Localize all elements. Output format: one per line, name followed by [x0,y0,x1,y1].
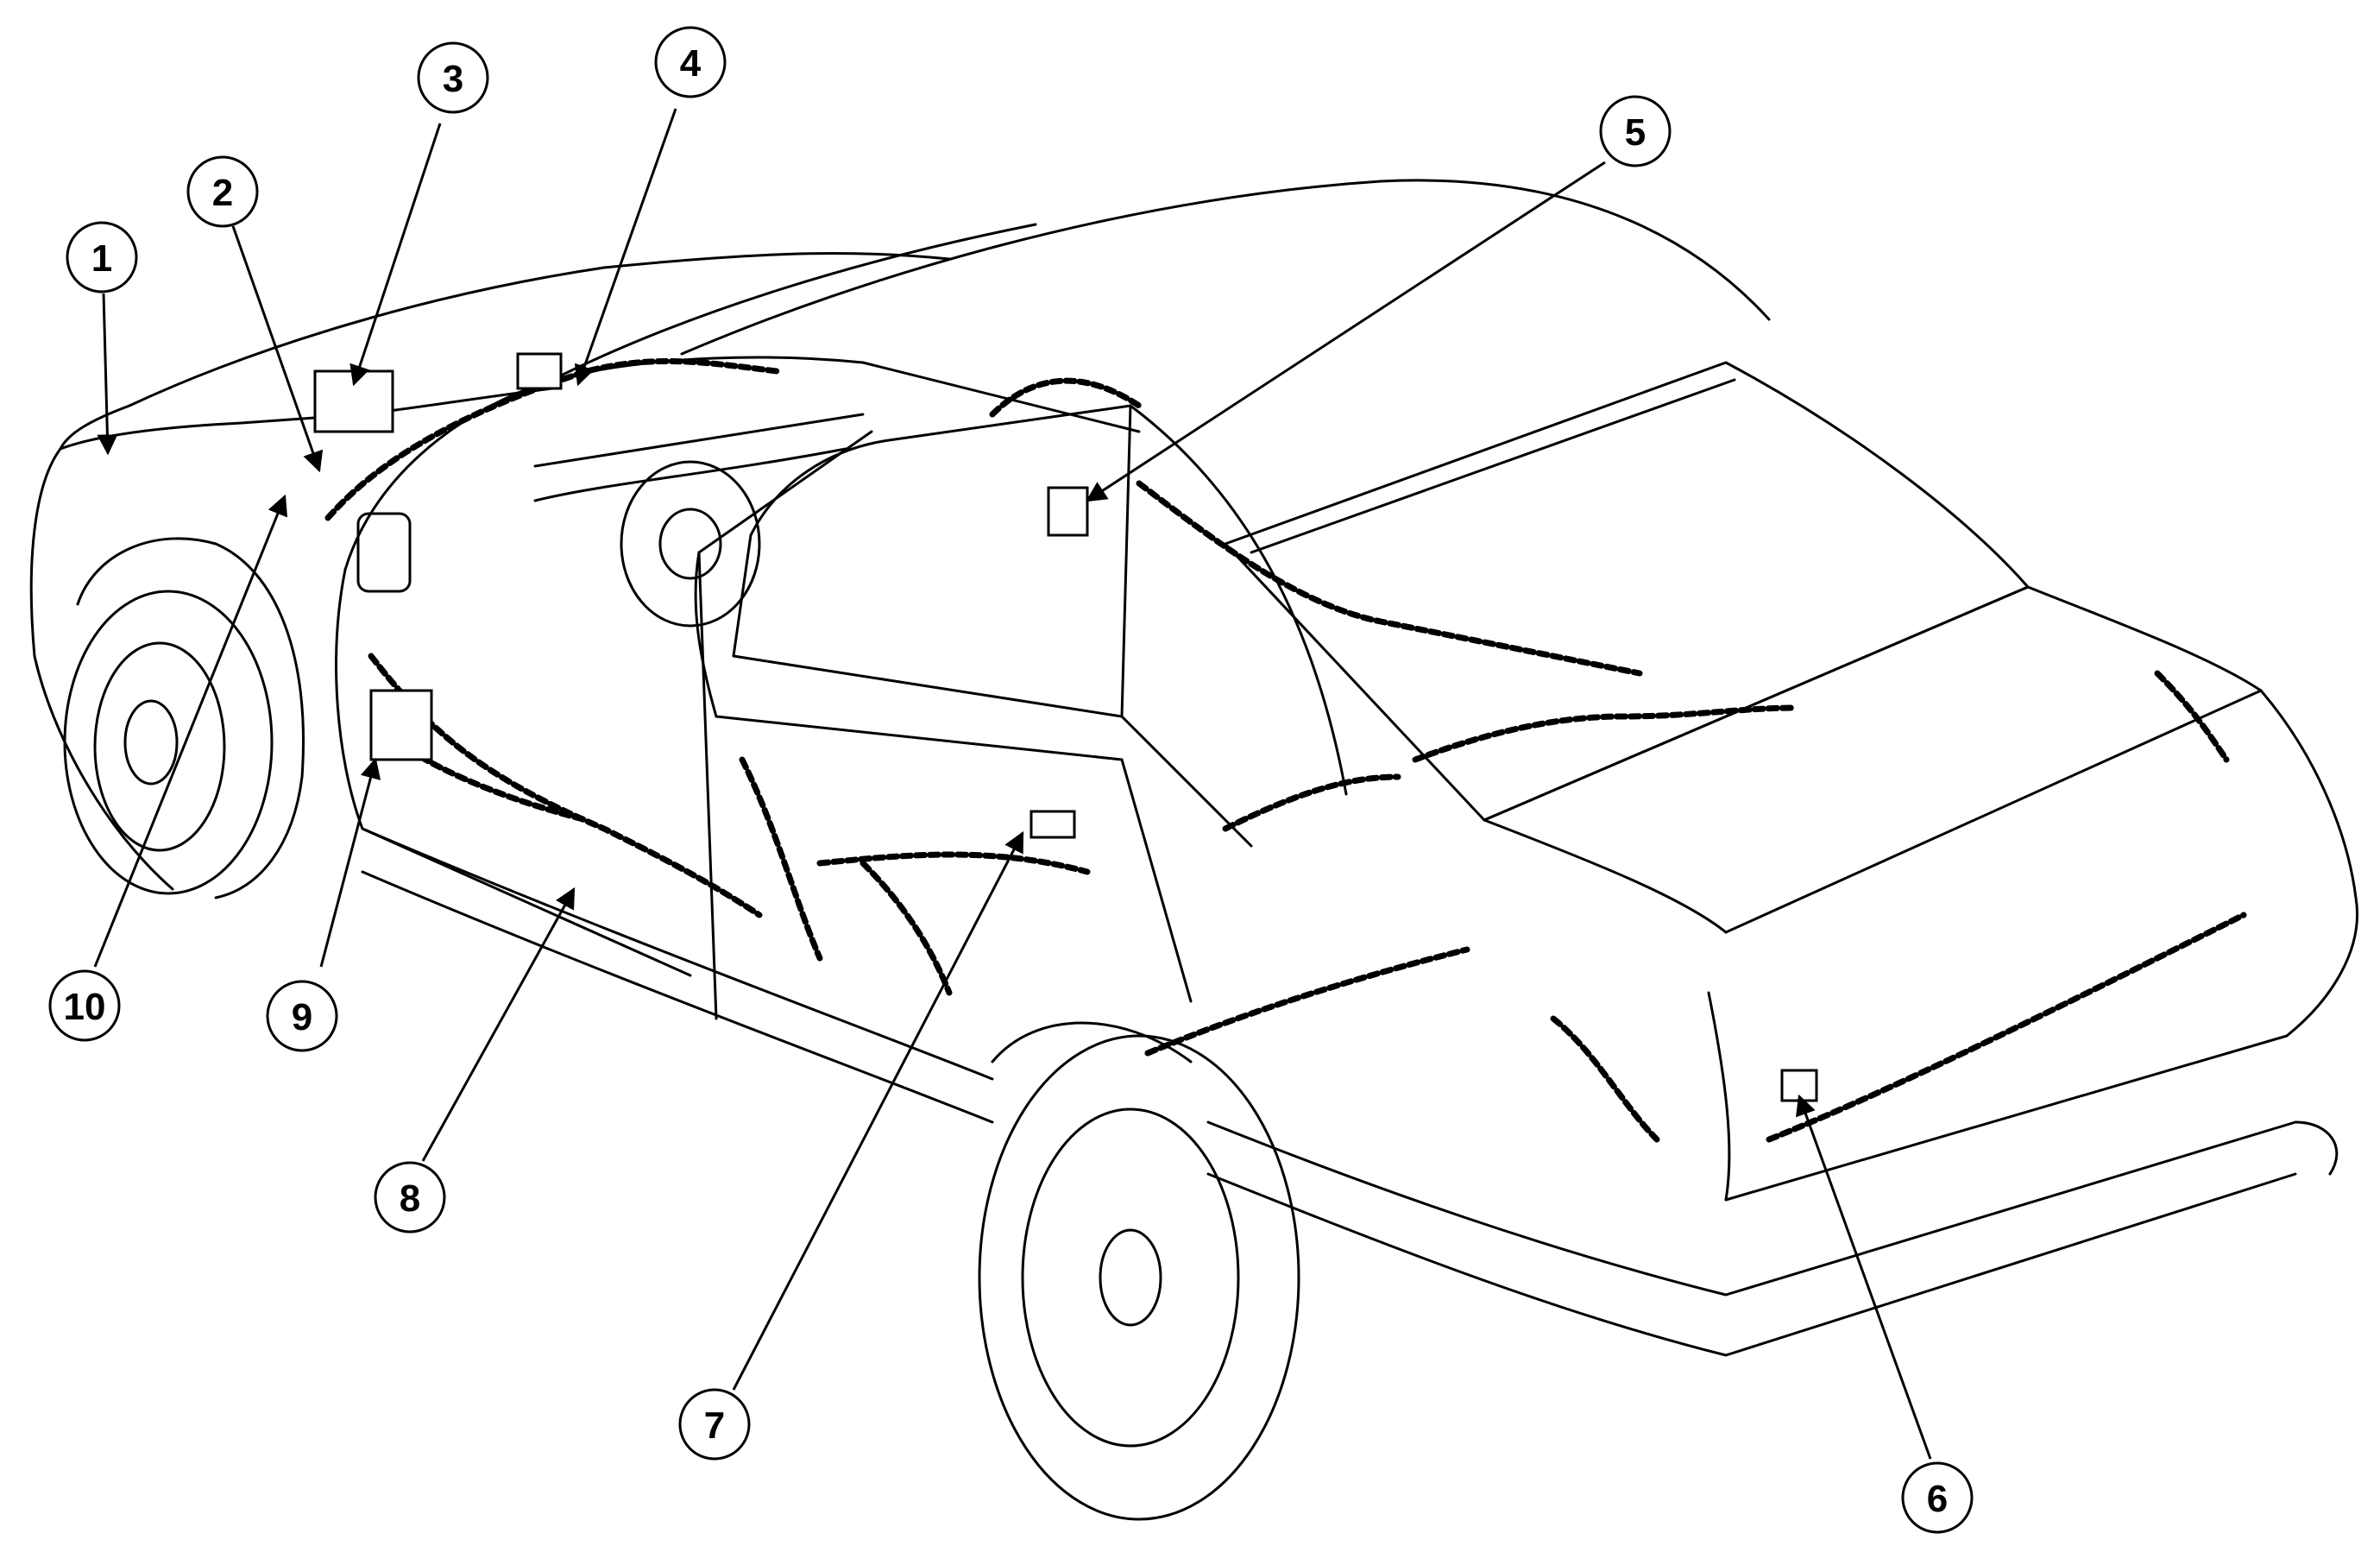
leader-lines [93,108,1932,1460]
callout-label-4: 4 [680,42,702,85]
leader-line-6 [1796,1094,1932,1460]
callout-8: 8 [374,1161,446,1234]
callout-9: 9 [266,980,338,1052]
leader-line-10 [93,494,288,968]
callout-label-2: 2 [212,172,233,214]
callout-10: 10 [48,969,121,1042]
callout-label-8: 8 [400,1177,420,1220]
callout-label-7: 7 [704,1404,725,1447]
leader-line-3 [349,123,442,387]
callout-label-10: 10 [64,986,106,1028]
callout-4: 4 [654,26,727,98]
callouts: 1 2 3 4 5 6 7 8 [48,26,1974,1534]
leader-line-7 [732,830,1024,1391]
wiring-harness [324,357,2247,1143]
leader-line-4 [574,108,677,387]
callout-7: 7 [678,1388,751,1461]
leader-line-8 [421,887,576,1162]
callout-label-9: 9 [292,996,312,1038]
leader-line-5 [1085,161,1606,502]
callout-6: 6 [1901,1461,1974,1534]
leader-line-9 [319,757,381,968]
callout-3: 3 [417,41,489,114]
callout-label-6: 6 [1927,1478,1948,1520]
callout-5: 5 [1599,95,1672,167]
callout-label-3: 3 [443,58,463,100]
callout-2: 2 [186,155,259,228]
callout-label-5: 5 [1625,111,1646,154]
callout-label-1: 1 [91,237,112,280]
callout-1: 1 [66,221,138,293]
connectors [313,352,1818,1102]
leader-line-1 [97,293,118,456]
leader-line-2 [231,225,324,473]
